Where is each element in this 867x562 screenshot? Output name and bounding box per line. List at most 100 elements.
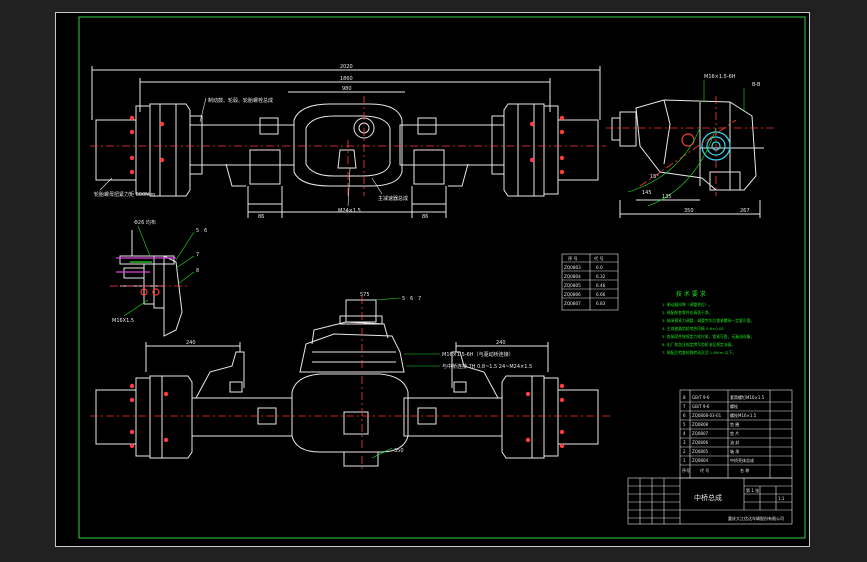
- parts-table-value: 6.0: [596, 265, 603, 270]
- parts-table-value: 6.46: [596, 283, 606, 288]
- lower-callout-1: M16×1.5-6H（与驱动桥连接）: [442, 351, 514, 358]
- dim-lower-bracket: 240: [186, 340, 196, 346]
- parts-list-name: 螺栓: [730, 403, 738, 409]
- parts-list-code: ZQ0806: [692, 440, 709, 445]
- title-block-text: 中桥总成 重庆大江信达车辆股份有限公司 1:1 第 1 张: [694, 487, 785, 521]
- detail-view-colored: [116, 257, 176, 296]
- parts-table-value: 6.32: [596, 274, 606, 279]
- top-view-leaders: [99, 97, 383, 207]
- bottom-view-bolts: [129, 383, 565, 449]
- dim-spring-span: 980: [342, 86, 352, 92]
- parts-list-name: 垫 片: [730, 430, 739, 436]
- dim-flange: 350: [394, 448, 404, 454]
- tech-req-line: 4. 主减速器齿轮啮合印痕 0.6±0.05: [662, 326, 724, 331]
- scale: 1:1: [778, 496, 785, 501]
- hole-note: Φ26 均布: [134, 219, 156, 226]
- parts-table-value: 6.83: [596, 301, 606, 306]
- balloon-6: 6: [410, 296, 413, 302]
- parts-list-header: 代 号: [700, 467, 709, 473]
- detail-label-8: 8: [196, 268, 199, 274]
- parts-table-code: ZQ0803: [564, 265, 581, 270]
- detail-label-7: 7: [196, 252, 199, 258]
- section-label: B-B: [752, 82, 761, 88]
- parts-table-header: 代 号: [594, 255, 604, 262]
- parts-list-no: 8: [683, 395, 686, 400]
- tech-req-line: 1. 制动器间隙（调整到位）。: [662, 302, 712, 307]
- tech-req-line: 7. 装配后检查轮毂转动灵活 1.6N·m 以下。: [662, 350, 736, 355]
- parts-list-no: 7: [683, 404, 686, 409]
- parts-list-name: 中桥壳体总成: [730, 457, 754, 463]
- parts-table-value: 6.66: [596, 292, 606, 297]
- parts-list-name: 油 封: [730, 439, 739, 445]
- dim-spring-seat-right: 86: [422, 214, 428, 220]
- parts-list-code: ZQ0805: [692, 449, 709, 454]
- parts-list-no: 2: [683, 449, 686, 454]
- main-title: 中桥总成: [694, 493, 722, 502]
- detail-view-leaders: [123, 225, 195, 317]
- bottom-axle-view: [95, 299, 599, 467]
- dim-overall-width: 2020: [340, 64, 353, 70]
- side-view-labels: 15° 350 135 145 267 M16×1.5-6H B-B: [642, 74, 761, 214]
- dim-angle: 15°: [650, 174, 659, 180]
- dim-side-b: 135: [662, 194, 672, 200]
- dim-side-d: 267: [740, 208, 750, 214]
- detail-view-labels: 5 6 7 8 M16X1.5 Φ26 均布: [112, 219, 207, 324]
- dim-side-a: 350: [684, 208, 694, 214]
- parts-list-name: 轴 承: [730, 448, 739, 454]
- dim-hub-offset: 575: [360, 292, 370, 298]
- top-view-centerlines: [90, 96, 606, 196]
- parts-list-code: ZQ0808: [692, 422, 709, 427]
- parts-list-header: 名 称: [740, 467, 749, 473]
- parts-table-header: 序 号: [568, 255, 578, 262]
- parts-list-code: ZQ0804: [692, 458, 709, 463]
- parts-list-code: GB/T 9-6: [692, 395, 710, 400]
- parts-list-code: ZQ0807: [692, 431, 709, 436]
- parts-table-code: ZQ0806: [564, 292, 581, 297]
- dim-side-c: 145: [642, 190, 652, 196]
- parts-list-name: 套筒螺钉M16×1.5: [730, 394, 765, 400]
- parts-table-code: ZQ0807: [564, 301, 581, 306]
- organization: 重庆大江信达车辆股份有限公司: [728, 515, 784, 521]
- parts-list-no: 4: [683, 431, 686, 436]
- bottom-view-labels: 240 240 M16×1.5-6H（与驱动桥连接） 与中桥连接 7H 0.8~…: [186, 292, 532, 454]
- lower-callout-2: 与中桥连接 7H 0.8~1.5 24~M24×1.5: [442, 363, 532, 370]
- parts-table-code: ZQ0804: [564, 274, 581, 279]
- axle-callout: M24×1.5: [338, 208, 361, 214]
- parts-list-code: ZQ0808-03-01: [692, 413, 722, 418]
- bottom-view-leaders: [371, 297, 440, 459]
- pinion-callout: M16×1.5-6H: [704, 74, 736, 80]
- parts-list-no: 3: [683, 440, 686, 445]
- title-block: [627, 477, 793, 525]
- parts-table-code: ZQ0805: [564, 283, 581, 288]
- tech-req-line: 6. 出厂前加注规定牌号齿轮油至规定油面。: [662, 342, 735, 347]
- side-view-diff: [681, 131, 731, 161]
- sheet-number: 第 1 张: [746, 487, 759, 493]
- upper-callout: 制动鼓、轮毂、轮胎螺栓总成: [208, 97, 273, 104]
- balloon-7: 7: [418, 296, 421, 302]
- top-view-labels: 2020 1860 980 86 86 制动鼓、轮毂、轮胎螺栓总成 轮胎螺母扭紧…: [94, 64, 428, 220]
- parts-list-no: 5: [683, 422, 686, 427]
- top-view-bolts: [129, 115, 565, 175]
- tech-requirements: 技 术 要 求1. 制动器间隙（调整到位）。2. 装配前各零件应清洗干净。3. …: [662, 290, 754, 355]
- tech-req-heading: 技 术 要 求: [676, 290, 706, 298]
- tech-req-line: 2. 装配前各零件应清洗干净。: [662, 310, 712, 315]
- parts-table: [561, 253, 619, 311]
- side-view-dim-arcs: [627, 80, 745, 207]
- parts-list-no: 6: [683, 413, 686, 418]
- detail-label-5: 5: [196, 228, 199, 234]
- detail-label-6: 6: [204, 228, 207, 234]
- parts-list-header: 序号: [682, 467, 690, 473]
- tech-req-line: 5. 各紧固件按规定力矩拧紧，锁紧可靠，无漏油现象。: [662, 334, 754, 339]
- drawing-frame: [78, 16, 806, 539]
- flange-callout: M16X1.5: [112, 318, 134, 324]
- top-axle-view: [91, 66, 601, 218]
- parts-list-no: 1: [683, 458, 686, 463]
- lower-left-callout: 轮胎螺母扭紧力矩 600N·m: [94, 191, 155, 198]
- dim-track: 1860: [340, 76, 353, 82]
- parts-list-name: 垫 圈: [730, 421, 739, 427]
- bottom-view-centerlines: [90, 296, 610, 470]
